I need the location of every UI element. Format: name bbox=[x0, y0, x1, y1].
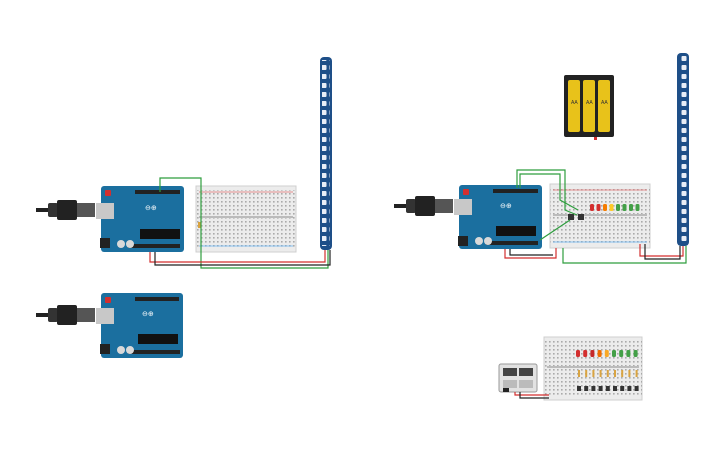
usb-cable-2[interactable] bbox=[36, 305, 95, 325]
led[interactable] bbox=[590, 350, 595, 357]
arduino-uno-board-1[interactable]: ⊖⊕ bbox=[96, 186, 184, 252]
resistor[interactable] bbox=[599, 370, 602, 377]
resistor[interactable] bbox=[621, 370, 624, 377]
led[interactable] bbox=[633, 350, 638, 357]
wires-group-4[interactable] bbox=[514, 392, 549, 399]
led[interactable] bbox=[609, 204, 614, 211]
led[interactable] bbox=[622, 204, 627, 211]
led[interactable] bbox=[597, 350, 602, 357]
led[interactable] bbox=[604, 350, 609, 357]
led[interactable] bbox=[619, 350, 624, 357]
battery-label-1: AA bbox=[571, 100, 578, 106]
transistor[interactable] bbox=[627, 386, 632, 391]
led-strip-2[interactable] bbox=[677, 53, 689, 246]
led[interactable] bbox=[596, 204, 601, 211]
usb-cable-3[interactable] bbox=[394, 196, 453, 216]
transistor[interactable] bbox=[613, 386, 617, 391]
resistor[interactable] bbox=[592, 370, 595, 377]
resistor-row bbox=[578, 370, 638, 377]
transistor[interactable] bbox=[634, 386, 639, 391]
led[interactable] bbox=[603, 204, 607, 211]
resistor[interactable] bbox=[614, 370, 616, 377]
led[interactable] bbox=[583, 350, 588, 357]
resistor[interactable] bbox=[578, 370, 580, 377]
led-bar-top bbox=[590, 204, 640, 211]
usb-cable-1[interactable] bbox=[36, 200, 95, 220]
arduino-uno-board-3[interactable]: ⊖⊕ bbox=[454, 185, 542, 249]
breadboard-3[interactable] bbox=[543, 336, 643, 401]
transistor-row bbox=[577, 386, 639, 391]
led[interactable] bbox=[626, 350, 631, 357]
led[interactable] bbox=[635, 204, 640, 211]
transistor[interactable] bbox=[584, 386, 589, 391]
led[interactable] bbox=[590, 204, 594, 211]
transistor[interactable] bbox=[620, 386, 625, 391]
breadboard-1[interactable] bbox=[195, 185, 297, 253]
led[interactable] bbox=[629, 204, 633, 211]
transistor[interactable] bbox=[598, 386, 603, 391]
resistor[interactable] bbox=[585, 370, 588, 377]
battery-pack[interactable]: AA AA AA bbox=[564, 75, 614, 140]
transistor[interactable] bbox=[577, 386, 581, 391]
arduino-uno-board-2[interactable]: ⊖⊕ bbox=[96, 293, 183, 358]
battery-label-3: AA bbox=[601, 100, 608, 106]
svg-text:⊖⊕: ⊖⊕ bbox=[145, 205, 157, 212]
transistor[interactable] bbox=[591, 386, 596, 391]
led[interactable] bbox=[616, 204, 620, 211]
svg-text:⊖⊕: ⊖⊕ bbox=[500, 203, 512, 210]
resistor[interactable] bbox=[628, 370, 631, 377]
led-strip-1[interactable] bbox=[320, 57, 332, 250]
resistor[interactable] bbox=[635, 370, 638, 377]
wires-group-3[interactable] bbox=[504, 169, 687, 264]
breadboard-2[interactable] bbox=[549, 183, 651, 249]
led[interactable] bbox=[576, 350, 580, 357]
svg-text:⊖⊕: ⊖⊕ bbox=[142, 311, 154, 318]
wires-group-1[interactable] bbox=[149, 177, 331, 269]
led[interactable] bbox=[612, 350, 616, 357]
resistor[interactable] bbox=[606, 370, 609, 377]
battery-label-2: AA bbox=[586, 100, 593, 106]
led-bar-bottom bbox=[576, 350, 638, 357]
dc-power-supply[interactable] bbox=[498, 363, 538, 393]
transistor[interactable] bbox=[605, 386, 610, 391]
